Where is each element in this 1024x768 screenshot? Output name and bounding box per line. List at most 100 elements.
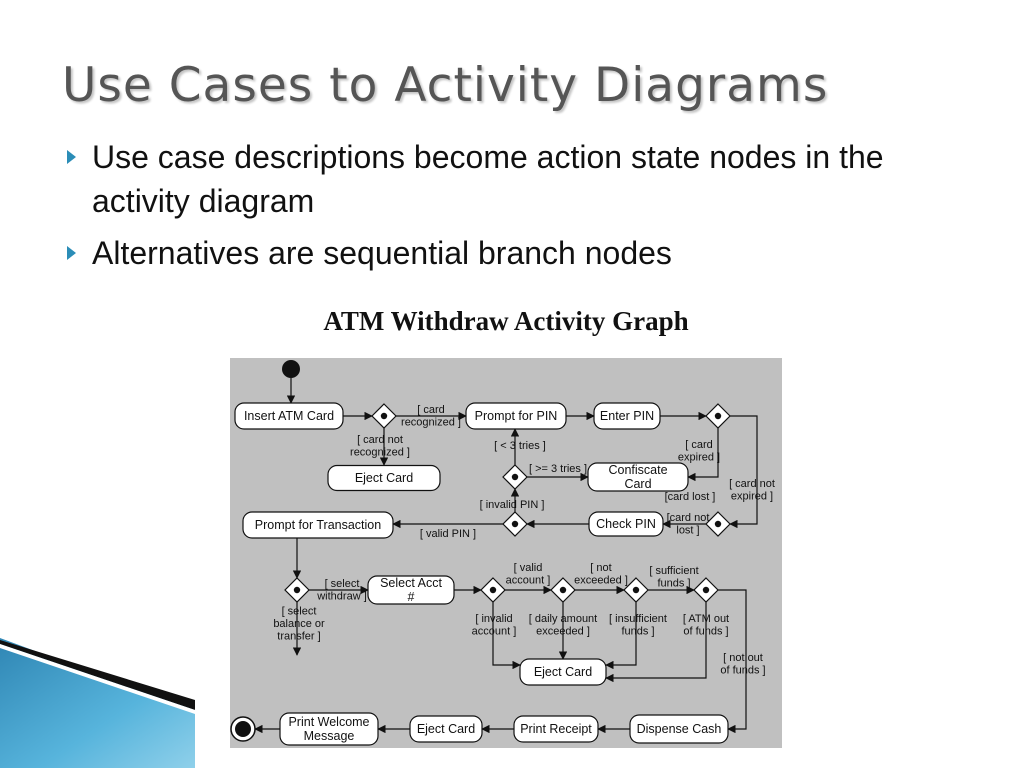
- action-node-dispense-cash: Dispense Cash: [629, 714, 729, 744]
- guard-label: of funds ]: [720, 664, 765, 676]
- action-label: Enter PIN: [600, 409, 654, 423]
- guard-label: [card lost ]: [665, 491, 716, 503]
- guard-label: [card not: [667, 512, 710, 524]
- action-label: Eject Card: [355, 471, 413, 485]
- bullet-item: Use case descriptions become action stat…: [62, 135, 902, 223]
- control-flow-arrow: [605, 602, 707, 683]
- action-node-select-acct: Select Acct#: [367, 575, 455, 605]
- decision-node: [284, 577, 310, 603]
- guard-label: recognized ]: [401, 416, 461, 428]
- bullet-text: Alternatives are sequential branch nodes: [92, 235, 672, 271]
- action-label: Insert ATM Card: [244, 409, 334, 423]
- guard-label: [ select: [282, 606, 317, 618]
- corner-decoration: [0, 638, 195, 768]
- action-label: Message: [304, 729, 355, 743]
- bullet-arrow-icon: [67, 150, 76, 164]
- control-flow-arrow: [687, 428, 719, 482]
- action-label: Select Acct: [380, 576, 442, 590]
- guard-label: funds ]: [621, 625, 654, 637]
- guard-label: [ < 3 tries ]: [494, 440, 546, 452]
- control-flow-arrow: [492, 602, 521, 670]
- guard-label: [ valid: [514, 562, 543, 574]
- guard-label: [ select: [325, 578, 360, 590]
- guard-label: transfer ]: [277, 631, 320, 643]
- decision-node: [693, 577, 719, 603]
- guard-label: [ daily amount: [529, 613, 597, 625]
- guard-label: lost ]: [676, 524, 699, 536]
- diagram-title: ATM Withdraw Activity Graph: [323, 306, 689, 336]
- action-node-eject-card-2: Eject Card: [519, 658, 607, 686]
- guard-label: [ card not: [729, 478, 775, 490]
- action-label: Dispense Cash: [637, 722, 722, 736]
- action-label: Print Welcome: [288, 715, 369, 729]
- guard-invalid-pin: [ invalid PIN ]: [480, 499, 545, 511]
- guard-valid-pin: [ valid PIN ]: [420, 528, 476, 540]
- initial-node: [282, 360, 300, 378]
- bullet-text: Use case descriptions become action stat…: [92, 139, 884, 219]
- guard-label: withdraw ]: [316, 590, 367, 602]
- action-label: Prompt for PIN: [475, 409, 558, 423]
- action-label: Eject Card: [417, 722, 475, 736]
- action-label: Card: [624, 477, 651, 491]
- guard-label: of funds ]: [683, 625, 728, 637]
- guard-label: funds ]: [657, 577, 690, 589]
- guard-label: [ >= 3 tries ]: [529, 463, 587, 475]
- guard-card-lost: [card lost ]: [665, 491, 716, 503]
- action-label: Confiscate: [608, 463, 667, 477]
- activity-diagram: Insert ATM Card Prompt for PIN Enter PIN Ej…: [230, 358, 782, 748]
- bullet-item: Alternatives are sequential branch nodes: [62, 231, 902, 275]
- guard-lt-3-tries: [ < 3 tries ]: [494, 440, 546, 452]
- action-label: Prompt for Transaction: [255, 518, 381, 532]
- slide-title: Use Cases to Activity Diagrams: [62, 58, 829, 113]
- control-flow-arrow: [729, 415, 758, 529]
- decision-node: [623, 577, 649, 603]
- guard-label: [ not out: [723, 652, 763, 664]
- guard-label: [ card: [685, 439, 713, 451]
- action-node-prompt-pin: Prompt for PIN: [465, 402, 567, 430]
- decision-node: [705, 403, 731, 429]
- guard-label: [ invalid PIN ]: [480, 499, 545, 511]
- guard-label: exceeded ]: [536, 625, 590, 637]
- decision-node: [502, 464, 528, 490]
- guard-label: recognized ]: [350, 446, 410, 458]
- action-node-enter-pin: Enter PIN: [593, 402, 661, 430]
- action-node-print-receipt: Print Receipt: [513, 715, 599, 743]
- decision-node: [502, 511, 528, 537]
- guard-label: account ]: [506, 574, 551, 586]
- guard-label: [ insufficient: [609, 613, 667, 625]
- action-node-eject-card-1: Eject Card: [327, 464, 441, 492]
- guard-label: expired ]: [678, 451, 720, 463]
- guard-label: [ ATM out: [683, 613, 729, 625]
- action-label: Eject Card: [534, 665, 592, 679]
- action-label: Print Receipt: [520, 722, 592, 736]
- guard-label: account ]: [472, 625, 517, 637]
- guard-label: [ card: [417, 404, 445, 416]
- guard-ge-3-tries: [ >= 3 tries ]: [529, 463, 587, 475]
- action-node-insert-card: Insert ATM Card: [234, 402, 344, 430]
- decision-node: [480, 577, 506, 603]
- guard-label: balance or: [273, 618, 325, 630]
- final-node: [230, 716, 256, 742]
- guard-label: [ invalid: [475, 613, 512, 625]
- decision-node: [705, 511, 731, 537]
- guard-label: exceeded ]: [574, 574, 628, 586]
- guard-label: [ card not: [357, 434, 403, 446]
- action-node-check-pin: Check PIN: [588, 511, 664, 537]
- guard-label: expired ]: [731, 490, 773, 502]
- action-label: Check PIN: [596, 517, 656, 531]
- control-flow-arrow: [718, 589, 747, 734]
- bullet-list: Use case descriptions become action stat…: [62, 135, 902, 283]
